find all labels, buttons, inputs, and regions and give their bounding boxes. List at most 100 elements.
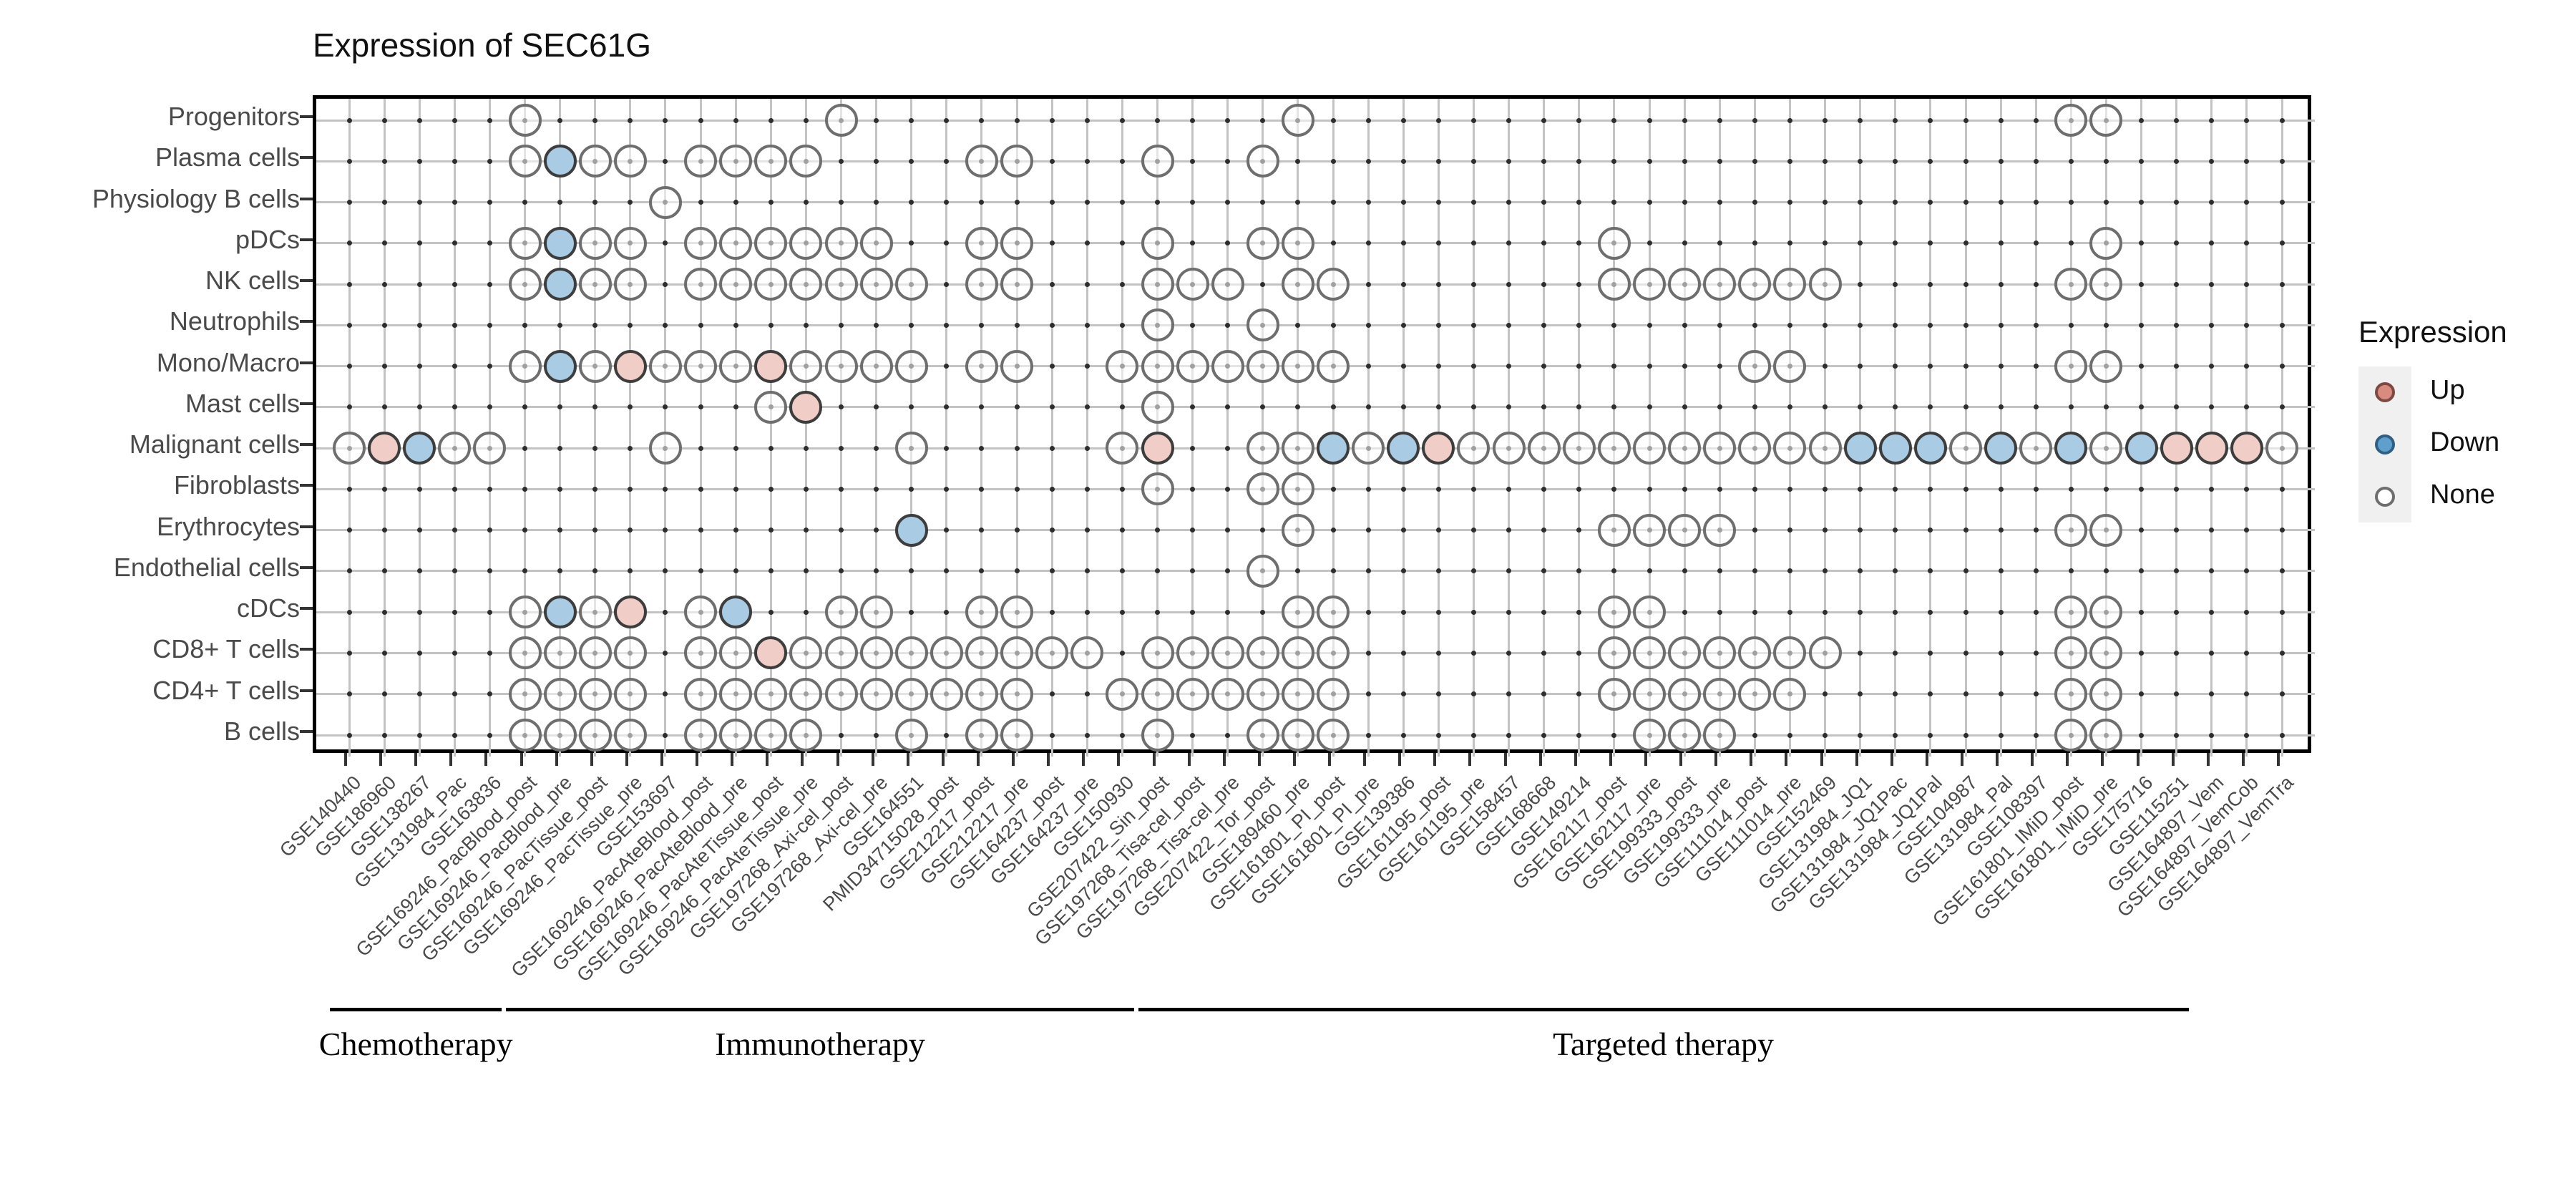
expression-dot-none [1668,677,1702,711]
expression-dot-none [1949,432,1983,465]
expression-dot-none [1597,596,1631,629]
legend-up-dot [2375,382,2395,402]
expression-dot-down [2124,432,2158,465]
grid-node-dot [1611,158,1617,164]
grid-node-dot [1435,732,1441,738]
expression-dot-up [2195,432,2228,465]
grid-node-dot [1963,240,1968,246]
expression-dot-none [1808,268,1842,301]
grid-node-dot [1400,322,1406,328]
grid-node-dot [1155,200,1160,205]
x-tick [2136,753,2140,766]
grid-node-dot [1470,404,1476,410]
h-gridline [316,611,2315,613]
expression-dot-none [543,636,577,670]
grid-node-dot [1190,568,1196,574]
grid-node-dot [663,650,668,656]
grid-node-dot [803,200,809,205]
grid-node-dot [839,568,844,574]
grid-node-dot [1084,117,1090,123]
grid-node-dot [2209,281,2215,287]
expression-dot-down [719,596,753,629]
expression-dot-none [1738,636,1772,670]
expression-dot-none [789,268,823,301]
grid-node-dot [1014,322,1020,328]
grid-node-dot [1049,528,1055,533]
grid-node-dot [1400,691,1406,697]
grid-node-dot [1752,117,1757,123]
grid-node-dot [1435,240,1441,246]
grid-node-dot [1611,486,1617,492]
x-tick [1117,753,1121,766]
grid-node-dot [1646,486,1652,492]
grid-node-dot [909,322,914,328]
grid-node-dot [1963,486,1968,492]
grid-node-dot [874,732,879,738]
grid-node-dot [979,117,985,123]
grid-node-dot [1858,568,1863,574]
expression-dot-none [2089,513,2123,547]
v-gridline [629,99,632,757]
grid-node-dot [1365,650,1371,656]
grid-node-dot [1893,568,1898,574]
expression-dot-none [1000,349,1034,383]
grid-node-dot [2139,528,2145,533]
grid-node-dot [1084,364,1090,369]
v-gridline [488,99,491,757]
x-tick [766,753,769,766]
grid-node-dot [1963,281,1968,287]
grid-node-dot [1682,158,1687,164]
grid-node-dot [1576,528,1582,533]
grid-node-dot [1928,650,1933,656]
expression-dot-up [2160,432,2193,465]
expression-dot-none [789,719,823,752]
grid-node-dot [2033,486,2039,492]
grid-node-dot [2174,609,2180,615]
grid-node-dot [1541,158,1547,164]
grid-node-dot [1893,691,1898,697]
grid-node-dot [979,528,985,533]
grid-node-dot [663,322,668,328]
grid-node-dot [1717,117,1722,123]
grid-node-dot [2033,158,2039,164]
grid-node-dot [1752,404,1757,410]
grid-node-dot [1014,445,1020,451]
expression-dot-none [859,596,893,629]
grid-node-dot [1506,732,1512,738]
x-tick [1047,753,1050,766]
grid-node-dot [1998,117,2004,123]
grid-node-dot [1084,240,1090,246]
grid-node-dot [1963,568,1968,574]
x-tick [484,753,488,766]
expression-dot-none [824,349,858,383]
expression-dot-none [578,145,612,178]
grid-node-dot [487,322,492,328]
grid-node-dot [1576,158,1582,164]
v-gridline [1753,99,1756,757]
expression-dot-none [719,268,753,301]
grid-node-dot [1084,200,1090,205]
expression-dot-none [1808,432,1842,465]
expression-dot-none [2054,268,2088,301]
grid-node-dot [592,322,598,328]
grid-node-dot [2174,200,2180,205]
grid-node-dot [1928,322,1933,328]
grid-node-dot [2103,158,2109,164]
grid-node-dot [839,404,844,410]
grid-node-dot [416,281,422,287]
grid-node-dot [1260,117,1266,123]
grid-node-dot [487,240,492,246]
grid-node-dot [768,528,774,533]
expression-dot-none [1668,636,1702,670]
grid-node-dot [1752,486,1757,492]
expression-dot-none [1000,636,1034,670]
expression-dot-none [1141,308,1174,342]
v-gridline [1121,99,1123,757]
grid-node-dot [2103,322,2109,328]
grid-node-dot [944,240,950,246]
v-gridline [1718,99,1721,757]
grid-node-dot [1611,568,1617,574]
expression-dot-none [578,349,612,383]
expression-dot-none [789,226,823,260]
grid-node-dot [909,200,914,205]
